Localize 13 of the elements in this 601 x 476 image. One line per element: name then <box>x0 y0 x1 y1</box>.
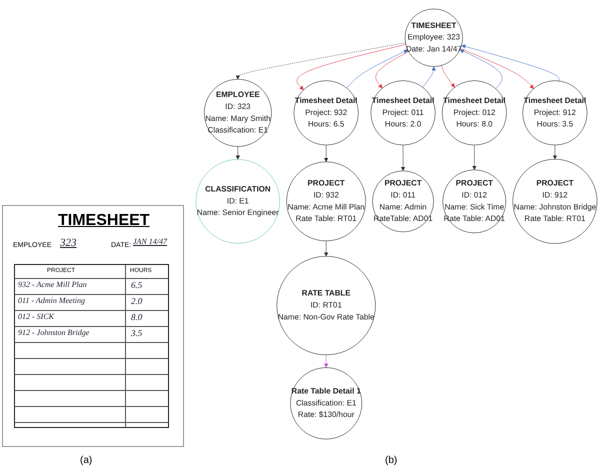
table-cell: 912 - Johnston Bridge <box>18 328 90 337</box>
table-cell: 011 - Admin Meeting <box>18 296 86 305</box>
table-cell: 2.0 <box>131 296 142 306</box>
figure-caption: (b) <box>385 455 398 466</box>
table-cell: 932 - Acme Mill Plan <box>18 280 87 289</box>
table-cell: 8.0 <box>131 312 142 322</box>
table-cell: 3.5 <box>131 328 142 338</box>
table-cell: 012 - SICK <box>18 312 54 321</box>
field-value: 323 <box>60 237 76 249</box>
form-title: TIMESHEET <box>58 212 150 230</box>
field-value: JAN 14/47 <box>133 237 167 246</box>
table-cell: 6.5 <box>131 280 142 290</box>
figure-caption: (a) <box>80 455 92 466</box>
